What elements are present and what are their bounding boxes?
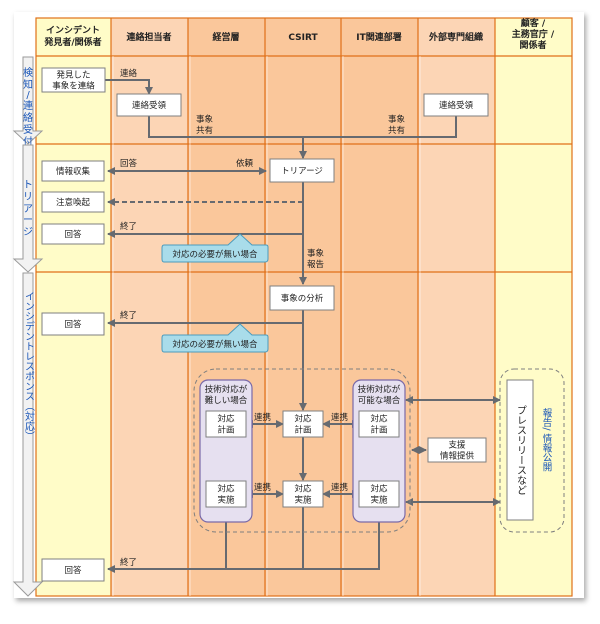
callout-no-response-1-text: 対応の必要が無い場合 [172, 249, 258, 260]
box-press-release-label: プレスリリースなど [515, 405, 526, 495]
label-coop-1: 連携 [254, 412, 271, 423]
box-report-event: 発見した事象を連絡 [41, 67, 106, 93]
box-report-event-label: 発見した事象を連絡 [52, 71, 95, 92]
phase-arrows: 検知/連絡受付 トリアージ インシデントレスポンス（対応） [12, 56, 44, 597]
box-triage-label: トリアージ [281, 167, 323, 177]
box-press-release: プレスリリースなど [506, 379, 534, 521]
label-event-report: 事象報告 [307, 248, 325, 270]
arrow-labels: 連絡 事象共有 事象共有 回答 依頼 終了 事象報告 終了 連携 連携 連携 連… [120, 68, 552, 568]
header-customers: 顧客 /主務官庁 /関係者 [512, 17, 555, 51]
box-info-collection-label: 情報収集 [56, 166, 91, 177]
box-plan-left: 対応計画 [205, 410, 247, 438]
box-exec-left-label: 対応実施 [217, 484, 235, 506]
label-end-2: 終了 [120, 310, 137, 321]
phase-detection: 検知/連絡受付 [12, 56, 44, 148]
box-answer-1-label: 回答 [64, 229, 82, 240]
box-plan-right: 対応計画 [358, 410, 400, 438]
box-exec-right-label: 対応実施 [370, 484, 388, 506]
box-answer-3-label: 回答 [64, 565, 82, 576]
label-reply: 回答 [120, 158, 138, 169]
phase-triage-label: トリアージ [23, 180, 33, 238]
group-tech-possible-label: 技術対応が可能な場合 [358, 384, 401, 406]
box-receive-contact-external: 連絡受領 [423, 93, 489, 117]
box-plan-center: 対応計画 [282, 410, 324, 438]
header-discoverer: インシデント発見者/関係者 [43, 24, 101, 48]
box-alert-label: 注意喚起 [56, 197, 91, 208]
box-receive-contact-liaison: 連絡受領 [116, 93, 182, 117]
callout-no-response-1: 対応の必要が無い場合 [161, 233, 269, 263]
response-group-outline [193, 368, 411, 533]
label-request: 依頼 [236, 158, 254, 169]
box-support-info-label: 支援情報提供 [440, 440, 475, 462]
phase-response-label: インシデントレスポンス（対応） [23, 291, 35, 441]
box-triage: トリアージ [269, 158, 335, 183]
phase-response: インシデントレスポンス（対応） [12, 272, 44, 597]
box-exec-left: 対応実施 [205, 480, 247, 508]
label-contact: 連絡 [120, 68, 138, 79]
phase-detection-label: 検知/連絡受付 [23, 66, 33, 148]
box-receive-contact-external-label: 連絡受領 [439, 100, 474, 111]
callout-no-response-2: 対応の必要が無い場合 [161, 323, 269, 353]
phase-triage: トリアージ [12, 144, 44, 273]
label-share-left: 事象共有 [196, 114, 214, 136]
lane-discoverer [36, 18, 111, 596]
box-answer-2: 回答 [41, 312, 105, 336]
group-tech-difficult-label: 技術対応が難しい場合 [205, 384, 248, 406]
label-coop-2: 連携 [331, 412, 348, 423]
box-exec-center: 対応実施 [282, 480, 324, 508]
box-event-analysis: 事象の分析 [269, 285, 335, 311]
box-alert: 注意喚起 [41, 191, 105, 213]
box-info-collection: 情報収集 [41, 160, 105, 182]
box-plan-right-label: 対応計画 [370, 414, 388, 436]
label-share-right: 事象共有 [388, 114, 406, 136]
header-management: 経営層 [212, 31, 239, 43]
box-support-info: 支援情報提供 [427, 437, 487, 463]
header-it-dept: IT関連部署 [356, 31, 402, 43]
box-plan-center-label: 対応計画 [294, 414, 312, 436]
header-external-org: 外部専門組織 [428, 31, 483, 43]
box-receive-contact-liaison-label: 連絡受領 [132, 100, 167, 111]
header-csirt: CSIRT [288, 33, 318, 43]
box-event-analysis-label: 事象の分析 [281, 293, 324, 304]
disclosure-group-outline [499, 368, 565, 533]
label-report-publish: 報告/ 情報公開 [541, 408, 553, 472]
callout-no-response-2-text: 対応の必要が無い場合 [172, 339, 258, 350]
label-end-1: 終了 [120, 221, 137, 232]
label-coop-3: 連携 [254, 482, 271, 493]
box-plan-left-label: 対応計画 [217, 414, 235, 436]
box-exec-center-label: 対応実施 [294, 484, 312, 506]
box-answer-2-label: 回答 [64, 319, 82, 330]
box-answer-1: 回答 [41, 223, 105, 245]
label-end-3: 終了 [120, 557, 137, 568]
box-answer-3: 回答 [41, 558, 105, 582]
column-headers: インシデント発見者/関係者 連絡担当者 経営層 CSIRT IT関連部署 外部専… [43, 17, 555, 51]
box-exec-right: 対応実施 [358, 480, 400, 508]
header-liaison: 連絡担当者 [126, 31, 171, 43]
label-coop-4: 連携 [331, 482, 348, 493]
